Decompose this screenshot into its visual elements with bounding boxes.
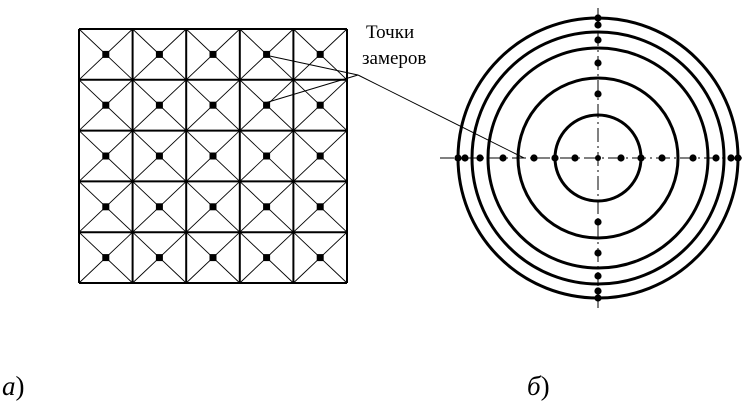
measurement-point <box>594 21 602 29</box>
measurement-point <box>454 154 462 162</box>
measurement-point <box>637 154 645 162</box>
panel-label-b-letter: б <box>527 371 542 401</box>
measurement-point <box>209 203 217 211</box>
measurement-point <box>263 101 271 109</box>
square-grid-panel <box>78 28 348 284</box>
measurement-point <box>689 154 697 162</box>
measurement-point <box>476 154 484 162</box>
callout-label-line2: замеров <box>362 48 426 69</box>
square-measurement-points <box>102 50 324 262</box>
measurement-point <box>727 154 735 162</box>
measurement-point <box>530 154 538 162</box>
circle-measurement-points <box>454 14 742 302</box>
measurement-point <box>263 254 271 262</box>
measurement-point <box>594 287 602 295</box>
measurement-point <box>316 50 324 58</box>
measurement-point <box>155 152 163 160</box>
measurement-point <box>617 154 625 162</box>
measurement-point <box>712 154 720 162</box>
measurement-point <box>594 59 602 67</box>
concentric-ring <box>516 76 680 240</box>
measurement-point <box>316 203 324 211</box>
measurement-point <box>102 203 110 211</box>
leader-line-to-square-second <box>264 74 359 104</box>
measurement-point <box>155 50 163 58</box>
measurement-point <box>594 294 602 302</box>
measurement-point <box>155 101 163 109</box>
concentric-circle-panel <box>440 8 743 308</box>
measurement-point <box>594 14 602 22</box>
measurement-point <box>594 249 602 257</box>
circle-center-axes <box>440 8 743 308</box>
panel-label-a-letter: а <box>2 371 16 401</box>
measurement-point <box>461 154 469 162</box>
measurement-point <box>571 154 579 162</box>
measurement-point <box>209 254 217 262</box>
square-grid-lines <box>78 28 348 284</box>
measurement-point <box>316 152 324 160</box>
measurement-point <box>209 101 217 109</box>
leader-line-to-square-top <box>264 54 359 76</box>
measurement-point <box>209 152 217 160</box>
measurement-point <box>209 50 217 58</box>
panel-label-a-paren: ) <box>16 371 25 401</box>
measurement-point <box>316 254 324 262</box>
callout-leaders <box>264 54 525 159</box>
measurement-point <box>499 154 507 162</box>
panel-label-b-paren: ) <box>541 371 550 401</box>
center-point <box>595 155 601 161</box>
panel-label-a: а) <box>2 371 25 401</box>
measurement-point <box>734 154 742 162</box>
measurement-point <box>102 101 110 109</box>
measurement-point <box>155 203 163 211</box>
callout-label-line1: Точки <box>366 22 414 43</box>
measurement-point <box>263 152 271 160</box>
concentric-ring <box>486 46 710 270</box>
measurement-point <box>102 50 110 58</box>
leader-line-to-circle <box>357 74 525 159</box>
measurement-point <box>102 152 110 160</box>
measurement-point <box>594 272 602 280</box>
measurement-point <box>551 154 559 162</box>
measurement-point <box>594 90 602 98</box>
concentric-ring <box>470 30 726 286</box>
panel-label-b: б) <box>527 371 550 401</box>
measurement-point <box>316 101 324 109</box>
measurement-point <box>155 254 163 262</box>
measurement-point <box>594 218 602 226</box>
measurement-point <box>594 36 602 44</box>
measurement-point <box>263 50 271 58</box>
measurement-point <box>102 254 110 262</box>
measurement-point <box>263 203 271 211</box>
measurement-point <box>658 154 666 162</box>
